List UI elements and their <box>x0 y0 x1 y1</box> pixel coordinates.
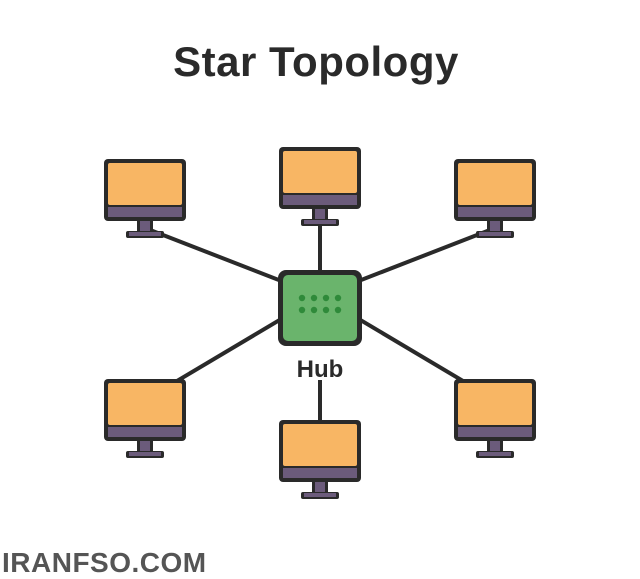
hub-label: Hub <box>297 356 344 383</box>
diagram-title: Star Topology <box>173 38 459 85</box>
node-bottom-center <box>279 420 361 499</box>
node-top-center <box>279 147 361 226</box>
node-top-right <box>454 159 536 238</box>
computer-monitor-icon <box>454 159 536 238</box>
computer-monitor-icon <box>104 379 186 458</box>
hub <box>278 270 362 346</box>
node-bottom-left <box>104 379 186 458</box>
node-bottom-right <box>454 379 536 458</box>
computer-monitor-icon <box>279 147 361 226</box>
watermark-text: IRANFSO.COM <box>2 547 207 578</box>
node-top-left <box>104 159 186 238</box>
computer-monitor-icon <box>454 379 536 458</box>
computer-monitor-icon <box>279 420 361 499</box>
led-dots-icon <box>298 294 342 314</box>
computer-monitor-icon <box>104 159 186 238</box>
